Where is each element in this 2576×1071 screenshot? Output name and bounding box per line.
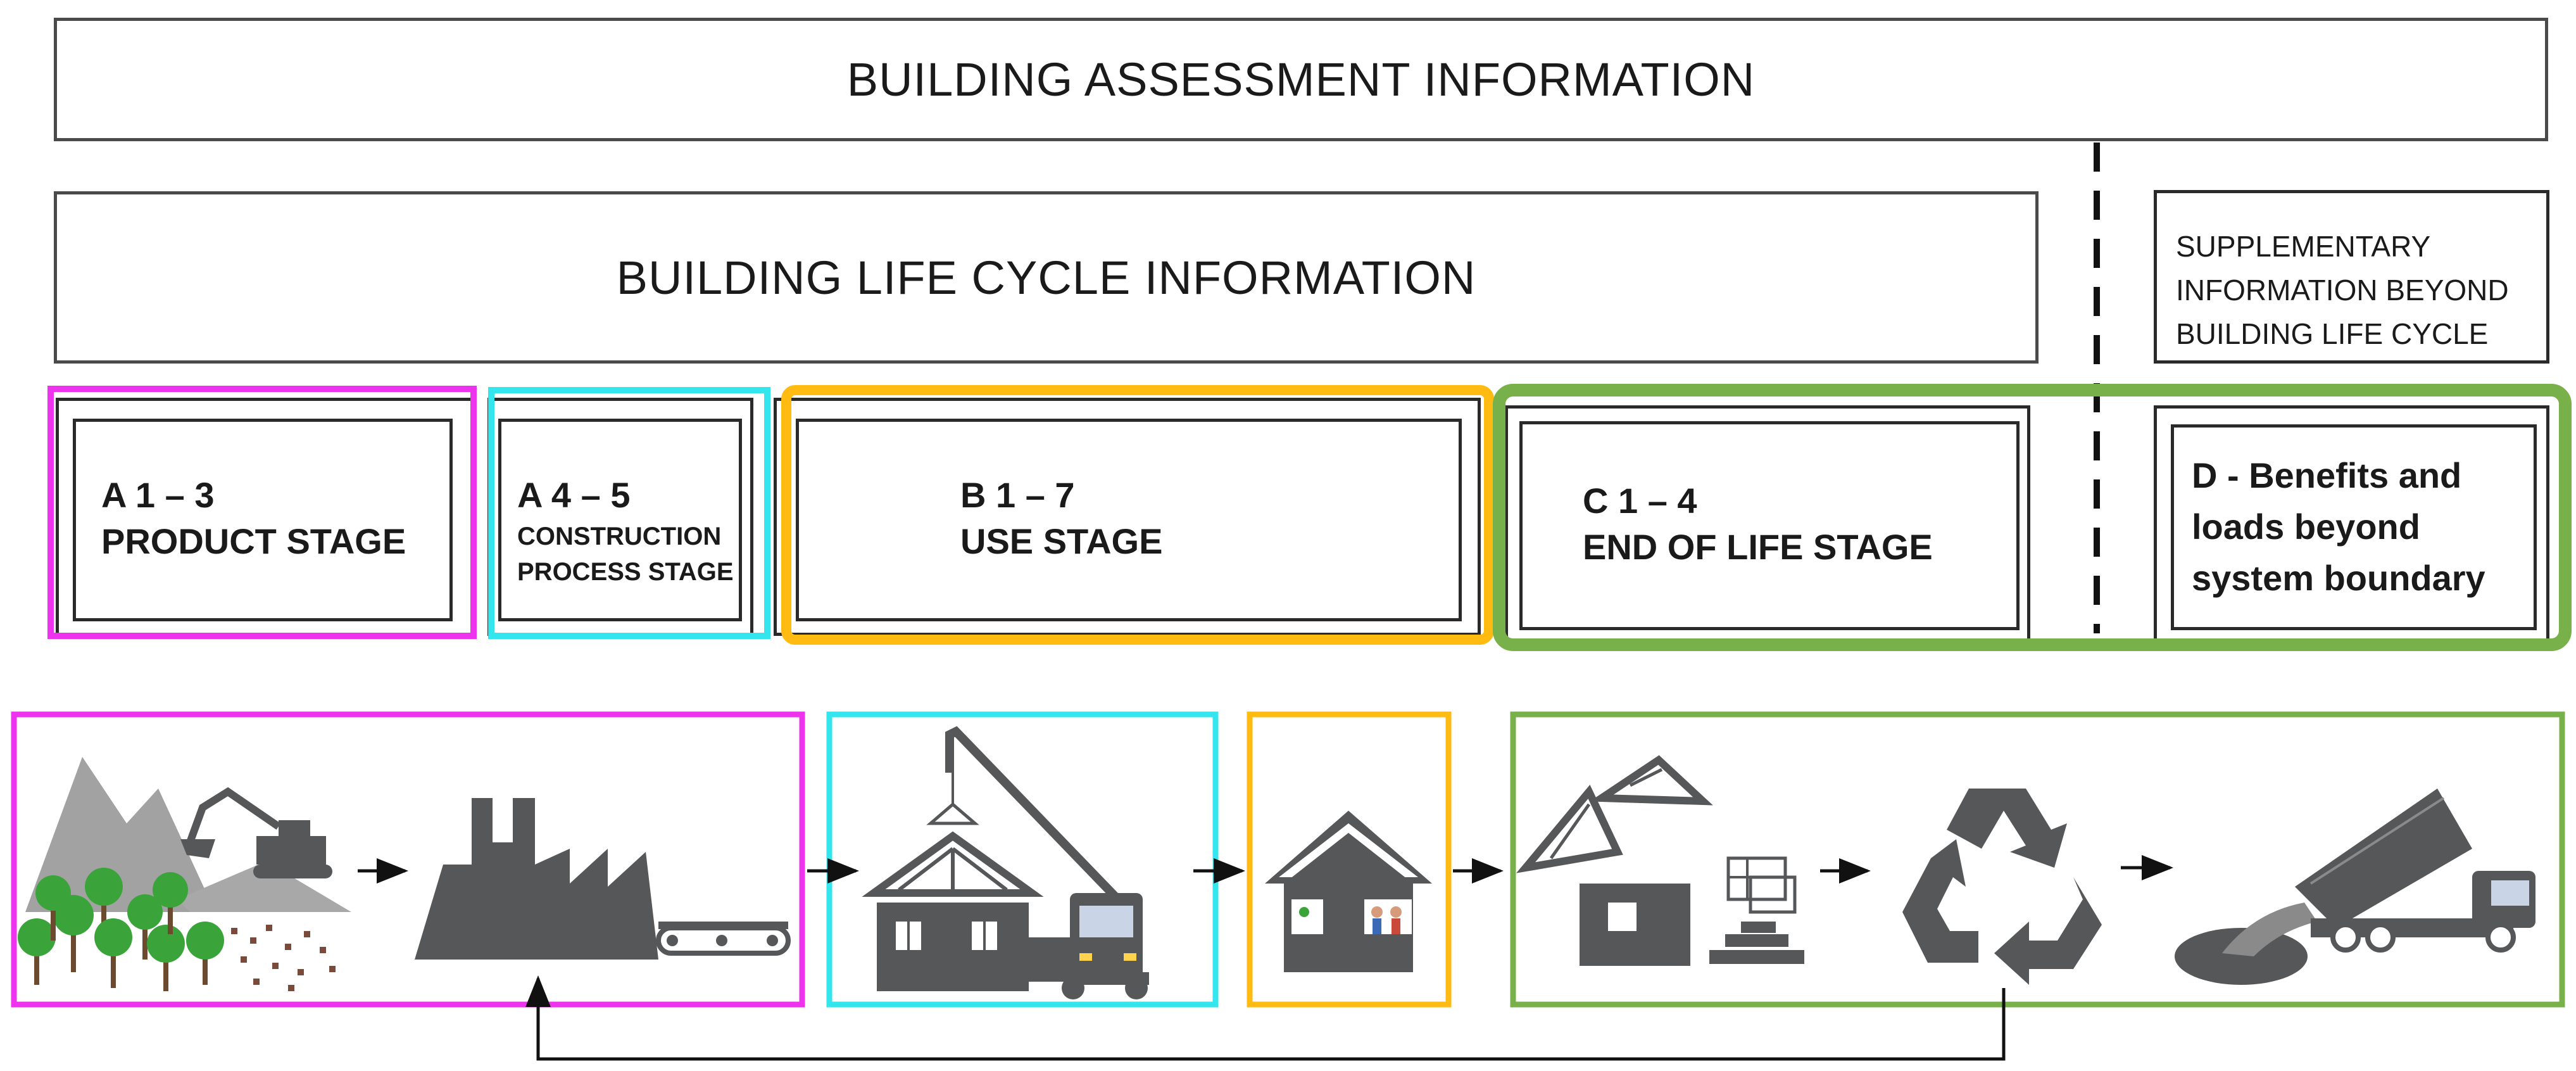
stage-a45-line-2: PROCESS STAGE (517, 557, 734, 586)
end-of-life-pictograms-frame (1510, 711, 2565, 1008)
building-assessment-header: BUILDING ASSESSMENT INFORMATION (54, 18, 2548, 141)
stage-c14-code: C 1 – 4 (1583, 481, 1697, 521)
supplementary-line-3: BUILDING LIFE CYCLE (2176, 317, 2489, 350)
end-of-life-stage-frame (1493, 384, 2572, 651)
house-under-construction-icon (862, 831, 1044, 991)
stage-d-inner: D - Benefits and loads beyond system bou… (2171, 424, 2537, 630)
landfill-dump-truck-icon (2175, 789, 2535, 985)
assessment-title: BUILDING ASSESSMENT INFORMATION (846, 53, 1756, 106)
demolition-debris-icon (1516, 755, 1804, 966)
stage-d-line-3: system boundary (2192, 558, 2485, 599)
recycle-icon (1902, 789, 2102, 985)
stage-b17-inner: B 1 – 7 USE STAGE (796, 419, 1462, 621)
stage-c14-box: C 1 – 4 END OF LIFE STAGE (1505, 405, 2030, 643)
factory-icon (415, 798, 658, 960)
stage-a13-inner: A 1 – 3 PRODUCT STAGE (73, 419, 453, 621)
house-in-use-icon (1265, 811, 1432, 972)
stage-a45-code: A 4 – 5 (517, 475, 631, 515)
lifecycle-title: BUILDING LIFE CYCLE INFORMATION (616, 251, 1476, 304)
stage-c14-title: END OF LIFE STAGE (1583, 526, 1933, 567)
use-stage-frame (781, 385, 1494, 645)
supplementary-line-1: SUPPLEMENTARY (2176, 230, 2431, 263)
recycling-feedback-loop-arrow (525, 975, 2006, 1061)
supplementary-header: SUPPLEMENTARY INFORMATION BEYOND BUILDIN… (2154, 190, 2549, 364)
excavator-icon (180, 787, 332, 878)
stage-b17-title: USE STAGE (960, 521, 1163, 561)
use-pictograms-frame (1247, 711, 1452, 1008)
stage-a13-code: A 1 – 3 (101, 475, 215, 515)
stage-d-line-2: loads beyond (2192, 507, 2420, 547)
stage-b17-code: B 1 – 7 (960, 475, 1075, 515)
gravel-icon (231, 925, 336, 991)
product-stage-frame (47, 386, 477, 639)
stage-d-line-1: D - Benefits and (2192, 455, 2462, 495)
construction-stage-frame (488, 387, 770, 639)
trees-icon (18, 868, 224, 991)
product-pictograms-frame (11, 711, 805, 1008)
crane-truck-icon (1029, 893, 1149, 999)
construction-crane-icon (926, 726, 1137, 918)
conveyor-belt-icon (656, 922, 791, 956)
stage-c14-inner: C 1 – 4 END OF LIFE STAGE (1519, 421, 2020, 630)
stage-b17-box: B 1 – 7 USE STAGE (774, 398, 1481, 636)
stage-a13-title: PRODUCT STAGE (101, 521, 406, 561)
building-lifecycle-header: BUILDING LIFE CYCLE INFORMATION (54, 191, 2039, 364)
supplementary-line-2: INFORMATION BEYOND (2176, 274, 2509, 307)
stage-a45-line-1: CONSTRUCTION (517, 522, 722, 550)
stage-a45-inner: A 4 – 5 CONSTRUCTION PROCESS STAGE (498, 419, 742, 621)
stage-a13-box: A 1 – 3 PRODUCT STAGE (56, 398, 474, 636)
